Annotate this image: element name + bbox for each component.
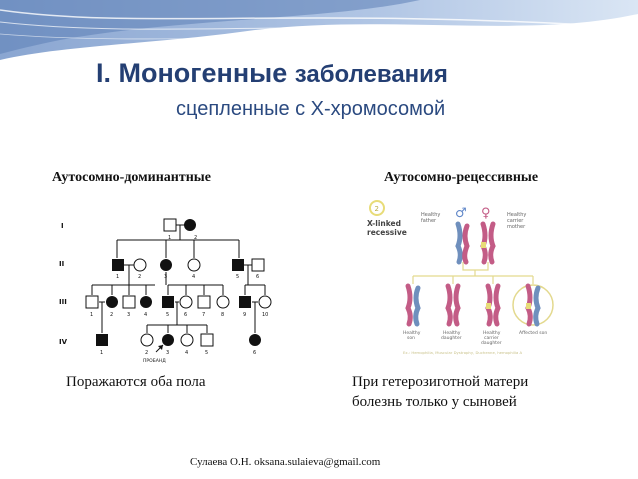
child-4-chromosomes [512,283,554,327]
number-badge [369,200,385,216]
footer-credit: Сулаева О.Н. oksana.sulaieva@gmail.com [190,456,381,468]
right-heading: Аутосомно-рецессивные [384,170,539,185]
g3-num-2: 2 [110,312,113,318]
g1-num-1: 1 [168,235,171,241]
g4-num-3: 3 [166,350,169,356]
g4-num-6: 6 [253,350,256,356]
panel-title-line1: X-linked [367,219,401,228]
child2-label-2: daughter [441,335,462,341]
slide-subtitle: сцепленные с Х-хромосомой [176,98,446,120]
child-2-chromosomes [445,283,461,327]
mother-label-2: carrier [507,218,524,224]
pedigree-chart: I II III IV [47,210,287,370]
g3-num-7: 7 [202,312,205,318]
g3-num-8: 8 [221,312,224,318]
g3-num-9: 9 [243,312,246,318]
header-banner [0,0,638,60]
slide-title-part1: I. Моногенные [96,58,288,88]
g2-num-5: 5 [236,274,239,280]
g1-num-2: 2 [194,235,197,241]
left-heading: Аутосомно-доминантные [52,170,211,185]
g3-num-4: 4 [144,312,147,318]
child3-label-1: Healthy [483,330,501,336]
right-caption-line1: При гетерозиготной матери [352,374,529,390]
gen-label-3: III [59,298,67,306]
g2-num-3: 3 [164,274,167,280]
father-label-2: father [421,218,437,224]
g2-num-2: 2 [138,274,141,280]
slide-title-part2: заболевания [294,61,448,88]
g3-num-1: 1 [90,312,93,318]
left-caption: Поражаются оба пола [66,374,206,390]
child3-label-2: carrier [484,335,499,341]
affected-highlight-ring [512,284,554,326]
g2-num-1: 1 [116,274,119,280]
xlinked-diagram: 2 X-linked recessive ♂ ♀ Healthy father … [363,196,563,362]
father-chromosomes [455,221,470,265]
child1-label-1: Healthy [403,330,421,336]
child-3-chromosomes [485,283,501,327]
badge-number: 2 [375,205,379,213]
child4-label-1: Affected son [519,330,547,336]
gen-label-1: I [61,222,64,230]
g4-num-4: 4 [185,350,188,356]
child-1-chromosomes [405,283,421,327]
mother-chromosomes [480,221,496,265]
proband-label: ПРОБАНД [143,358,166,364]
g4-num-5: 5 [205,350,208,356]
g2-num-4: 4 [192,274,195,280]
child1-label-2: son [407,336,415,341]
g3-num-6: 6 [184,312,187,318]
g2-num-6: 6 [256,274,259,280]
g3-num-10: 10 [262,312,268,318]
panel-title-line2: recessive [367,228,407,237]
g4-num-2: 2 [145,350,148,356]
g3-num-3: 3 [127,312,130,318]
panel-footnote: Ex.: Hemophilia, Muscular Dystrophy, Duc… [403,350,522,355]
father-label-1: Healthy [421,212,440,218]
mother-label-3: mother [507,224,526,230]
child3-label-3: daughter [481,340,502,346]
mother-label-1: Healthy [507,212,526,218]
right-caption: При гетерозиготной матери болезнь только… [352,372,528,412]
gen-label-2: II [59,260,64,268]
female-symbol-icon: ♀ [481,206,491,221]
male-symbol-icon: ♂ [455,206,467,221]
g3-num-5: 5 [166,312,169,318]
gen-label-4: IV [59,338,68,346]
slide-title: I. Моногенные заболевания [96,58,448,89]
g4-num-1: 1 [100,350,103,356]
child2-label-1: Healthy [443,330,461,336]
right-caption-line2: болезнь только у сыновей [352,394,517,410]
